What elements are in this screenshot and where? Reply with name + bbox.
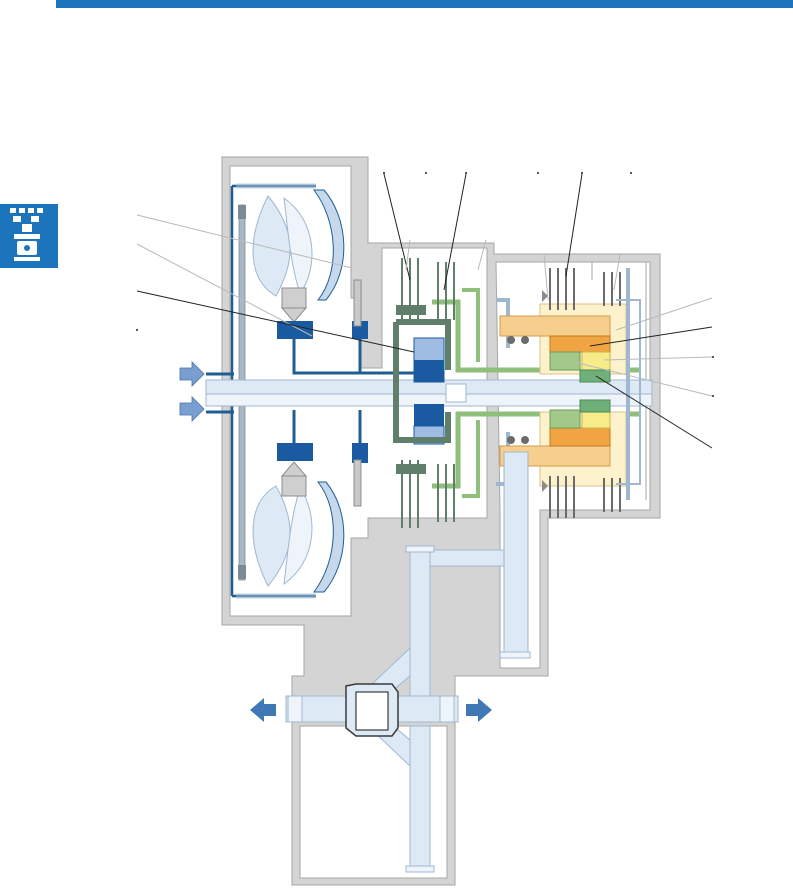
header-rule [56,0,793,8]
planetary-gear-set [499,268,641,518]
clutch-pack-a [393,258,451,528]
engine-piston-icon [10,208,43,261]
section-tab [0,204,58,268]
differential [285,683,459,737]
transfer-shafts [369,451,531,873]
input-shaft [205,372,653,414]
callout-markers [136,172,714,397]
leader-lines [136,173,713,449]
arrow-icon [179,361,492,722]
